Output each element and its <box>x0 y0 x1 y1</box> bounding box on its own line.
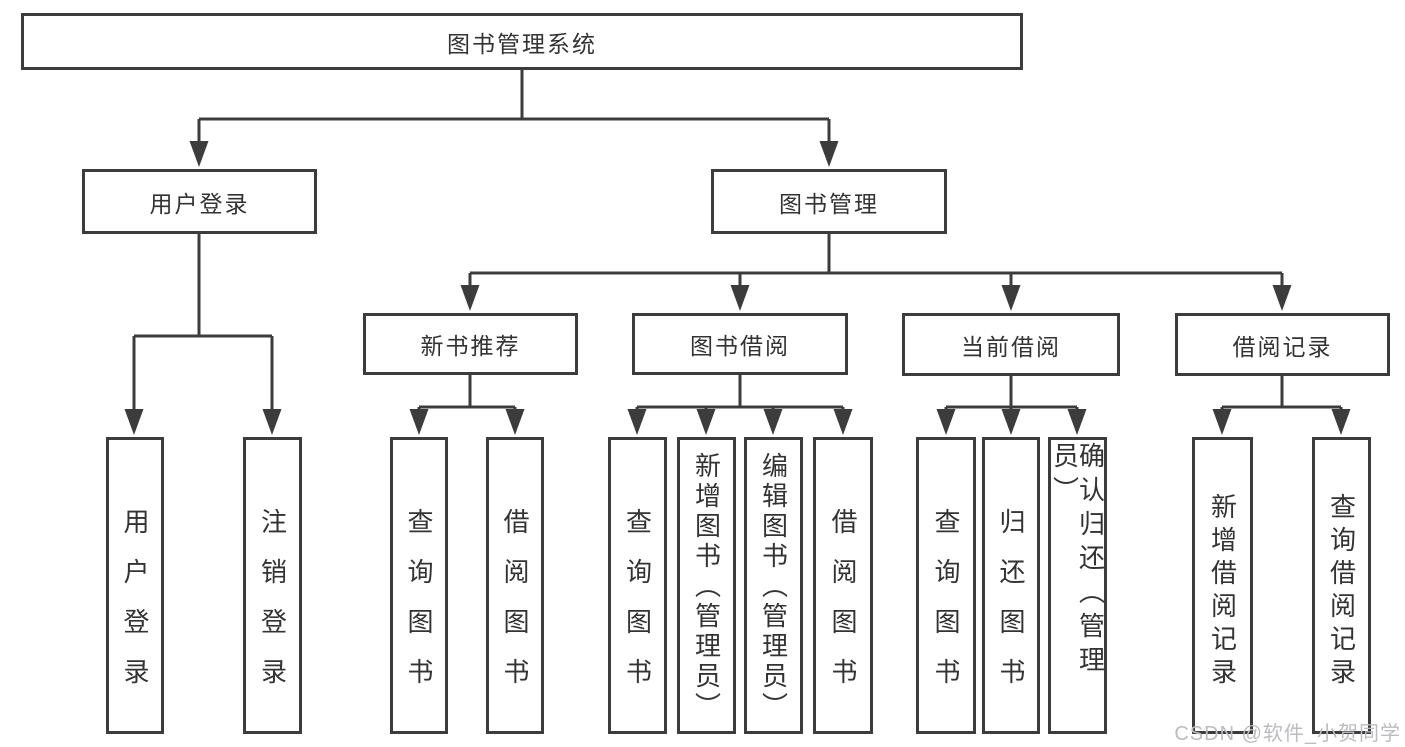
leaf-add-books-admin-label: 新增图书（管理员） <box>691 451 722 722</box>
leaf-return-books: 归还图书 <box>982 437 1040 734</box>
leaf-edit-books-admin: 编辑图书（管理员） <box>744 437 803 734</box>
leaf-add-borrow-record-label: 新增借阅记录 <box>1207 492 1238 691</box>
node-new-book-recommend: 新书推荐 <box>363 313 578 375</box>
leaf-query-borrow-record: 查询借阅记录 <box>1312 437 1371 734</box>
leaf-query-books-borrowing-label: 查询图书 <box>622 507 653 708</box>
leaf-query-borrow-record-label: 查询借阅记录 <box>1326 492 1357 691</box>
leaf-confirm-return-admin: 确认归还（管理员） <box>1048 437 1107 734</box>
leaf-logout-label: 注销登录 <box>257 507 288 708</box>
leaf-user-login: 用户登录 <box>106 437 164 734</box>
leaf-add-books-admin: 新增图书（管理员） <box>677 437 736 734</box>
leaf-borrow-books-borrowing: 借阅图书 <box>813 437 873 734</box>
leaf-return-books-label: 归还图书 <box>996 507 1026 708</box>
leaf-logout: 注销登录 <box>243 437 302 734</box>
leaf-query-books-recommend-label: 查询图书 <box>404 507 434 708</box>
leaf-user-login-label: 用户登录 <box>120 507 150 708</box>
csdn-watermark: CSDN @软件_小贺同学 <box>1174 723 1401 745</box>
leaf-borrow-books-borrowing-label: 借阅图书 <box>828 507 858 708</box>
leaf-borrow-books-recommend: 借阅图书 <box>486 437 544 734</box>
leaf-query-books-current: 查询图书 <box>916 437 976 734</box>
leaf-borrow-books-recommend-label: 借阅图书 <box>500 507 530 708</box>
leaf-edit-books-admin-label: 编辑图书（管理员） <box>758 451 789 722</box>
node-book-borrowing: 图书借阅 <box>632 313 848 375</box>
node-borrow-records: 借阅记录 <box>1175 313 1390 376</box>
node-book-management: 图书管理 <box>711 169 947 234</box>
leaf-query-books-current-label: 查询图书 <box>931 507 961 708</box>
leaf-query-books-borrowing: 查询图书 <box>608 437 667 734</box>
node-current-borrowing: 当前借阅 <box>902 313 1120 376</box>
arrowheads <box>124 141 1351 435</box>
leaf-query-books-recommend: 查询图书 <box>390 437 448 734</box>
node-user-login: 用户登录 <box>82 169 317 234</box>
node-root: 图书管理系统 <box>21 13 1023 70</box>
leaf-confirm-return-admin-label: 确认归还（管理员） <box>1049 442 1106 680</box>
leaf-add-borrow-record: 新增借阅记录 <box>1192 437 1253 734</box>
